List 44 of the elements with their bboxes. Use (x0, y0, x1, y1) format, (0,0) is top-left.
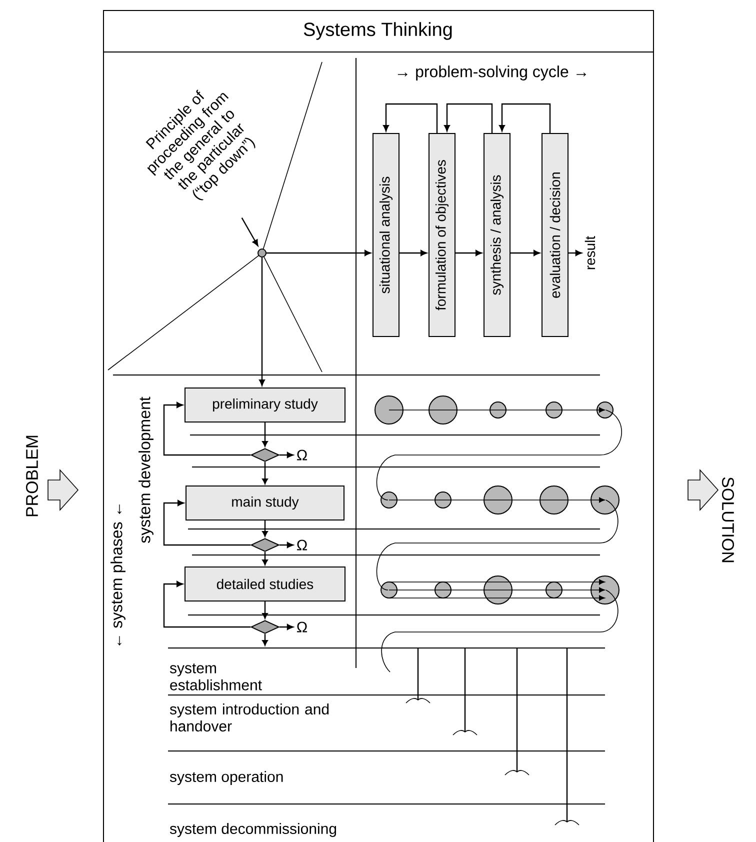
arrow (510, 250, 540, 256)
phase-box: main study (186, 486, 344, 520)
omega-label: Ω (297, 450, 307, 460)
text-label: system introduction and handover (170, 704, 329, 732)
hub-circle (258, 248, 266, 258)
text-label: system establishment (170, 664, 262, 690)
process-box: situational analysis (372, 133, 400, 337)
process-box: synthesis / analysis (484, 133, 510, 337)
arrow (262, 422, 268, 447)
arrow (499, 103, 551, 133)
text-label: system decommissioning (170, 823, 336, 837)
text-label: → problem-solving cycle → (398, 66, 586, 80)
text-label: system development (138, 396, 154, 543)
phase-box: detailed studies (184, 566, 346, 602)
process-box: evaluation / decision (542, 133, 568, 337)
arrow (400, 250, 427, 256)
omega-label: Ω (297, 622, 307, 632)
arrow (383, 103, 438, 133)
text-label: system operation (170, 771, 283, 785)
arrow (259, 258, 265, 386)
arrow (163, 402, 250, 456)
process-box: formulation of objectives (428, 133, 456, 337)
arrow (568, 250, 582, 256)
arrow (241, 218, 258, 246)
omega-label: Ω (297, 540, 307, 550)
arrow (262, 602, 268, 619)
arrow (262, 634, 268, 646)
arrow (266, 250, 371, 256)
arrow (262, 520, 268, 537)
arrow (163, 581, 250, 628)
text-label: PROBLEM (26, 436, 38, 516)
arrow (262, 462, 268, 484)
arrow (280, 624, 294, 630)
text-label: SOLUTION (722, 477, 734, 562)
arrow (163, 500, 250, 546)
frame-title: Systems Thinking (304, 22, 452, 40)
text-label: ← system phases ← (110, 504, 126, 646)
arrow (280, 542, 294, 548)
phase-box: preliminary study (184, 388, 346, 422)
arrow (444, 103, 493, 133)
arrow (280, 452, 294, 458)
arrow (262, 552, 268, 566)
arrow (456, 250, 482, 256)
result-label: result (584, 236, 596, 270)
